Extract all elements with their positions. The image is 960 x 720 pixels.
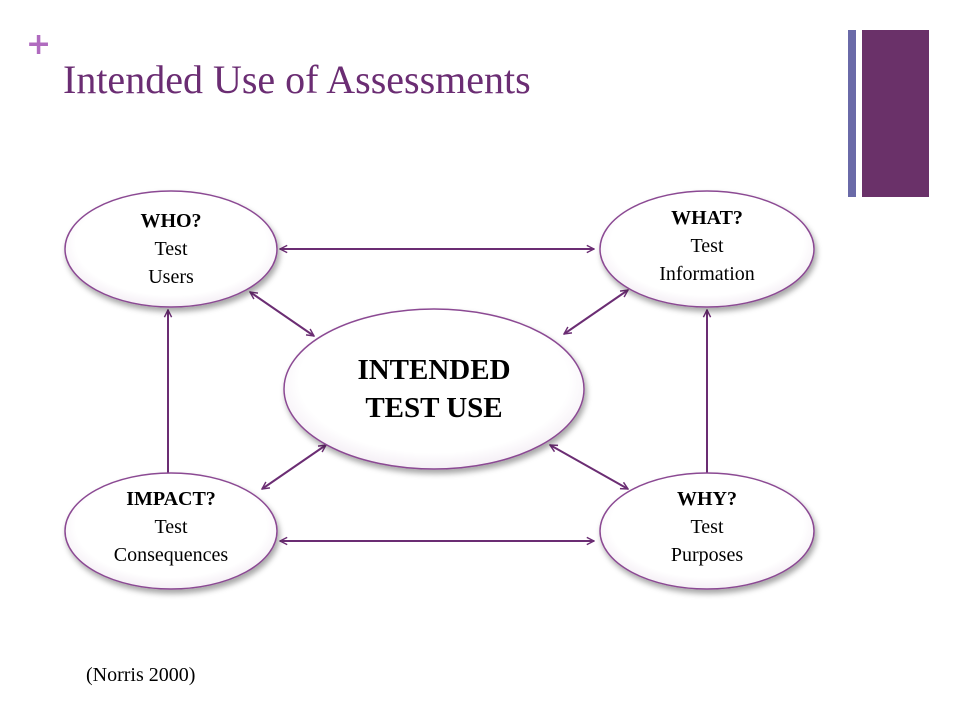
arrow-center-impact bbox=[262, 445, 326, 489]
node-who bbox=[64, 190, 278, 308]
node-impact bbox=[64, 472, 278, 590]
decorative-bar-thick bbox=[862, 30, 929, 197]
node-what bbox=[599, 190, 815, 308]
slide-title: Intended Use of Assessments bbox=[63, 57, 531, 102]
arrow-center-who bbox=[250, 292, 314, 336]
node-why bbox=[599, 472, 815, 590]
decorative-bar-thin bbox=[848, 30, 856, 197]
arrow-center-what bbox=[564, 290, 628, 334]
node-center bbox=[283, 308, 585, 470]
plus-icon: + bbox=[26, 27, 52, 62]
citation: (Norris 2000) bbox=[86, 664, 196, 686]
arrow-center-why bbox=[550, 444, 628, 490]
